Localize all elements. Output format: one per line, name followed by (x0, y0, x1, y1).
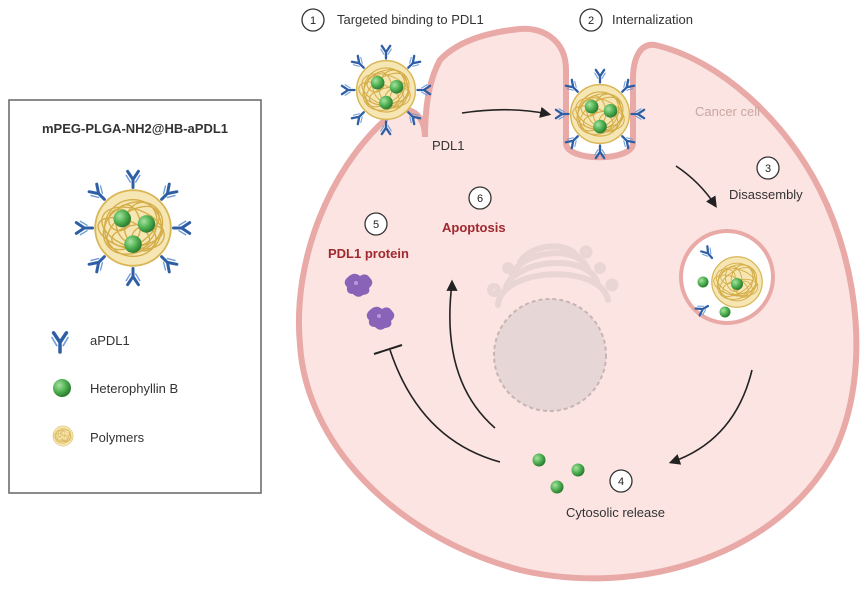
step-5: 5 (364, 212, 388, 236)
legend-item-label: Heterophyllin B (90, 381, 178, 396)
released-heterophyllin-b (532, 453, 585, 494)
arrow-apoptosis (449, 282, 496, 429)
arrow-internalization (461, 106, 552, 118)
step-4: 4 Cytosolic release (566, 469, 665, 520)
legend-item-label: aPDL1 (90, 333, 130, 348)
step-1-label: Targeted binding to PDL1 (337, 12, 484, 27)
green-sphere-icon (53, 379, 71, 397)
svg-text:1: 1 (310, 15, 316, 27)
nucleus (493, 298, 607, 412)
step-1: 1 Targeted binding to PDL1 (301, 8, 484, 32)
step-3-label: Disassembly (729, 187, 803, 202)
svg-text:3: 3 (765, 163, 771, 175)
step-4-label: Cytosolic release (566, 505, 665, 520)
inhibition-bar (373, 344, 403, 355)
apoptosis-label: Apoptosis (442, 220, 506, 235)
svg-text:2: 2 (588, 15, 594, 27)
step-2: 2 Internalization (579, 8, 693, 32)
cancer-cell-membrane (296, 25, 860, 582)
polymer-ball-icon (52, 425, 74, 447)
step-3: 3 Disassembly (729, 156, 803, 202)
step-6: 6 (468, 186, 492, 210)
svg-text:4: 4 (618, 476, 624, 488)
pathway-arrows (373, 106, 753, 465)
legend-title: mPEG-PLGA-NH2@HB-aPDL1 (42, 121, 228, 136)
pdl1-receptor-label: PDL1 (432, 138, 465, 153)
arrow-disassembly (675, 165, 717, 208)
pdl1-protein-label: PDL1 protein (328, 246, 409, 261)
inhibition-line (389, 349, 501, 463)
svg-text:5: 5 (373, 219, 379, 231)
svg-text:6: 6 (477, 193, 483, 205)
arrow-release (668, 369, 753, 465)
legend-item-label: Polymers (90, 430, 145, 445)
endosome (679, 229, 775, 325)
endoplasmic-reticulum (487, 243, 619, 308)
legend-panel: mPEG-PLGA-NH2@HB-aPDL1 aPDL1 Heterophyll… (8, 99, 262, 494)
pdl1-protein-icon (344, 273, 395, 330)
step-2-label: Internalization (612, 12, 693, 27)
cancer-cell-label: Cancer cell (695, 104, 760, 119)
